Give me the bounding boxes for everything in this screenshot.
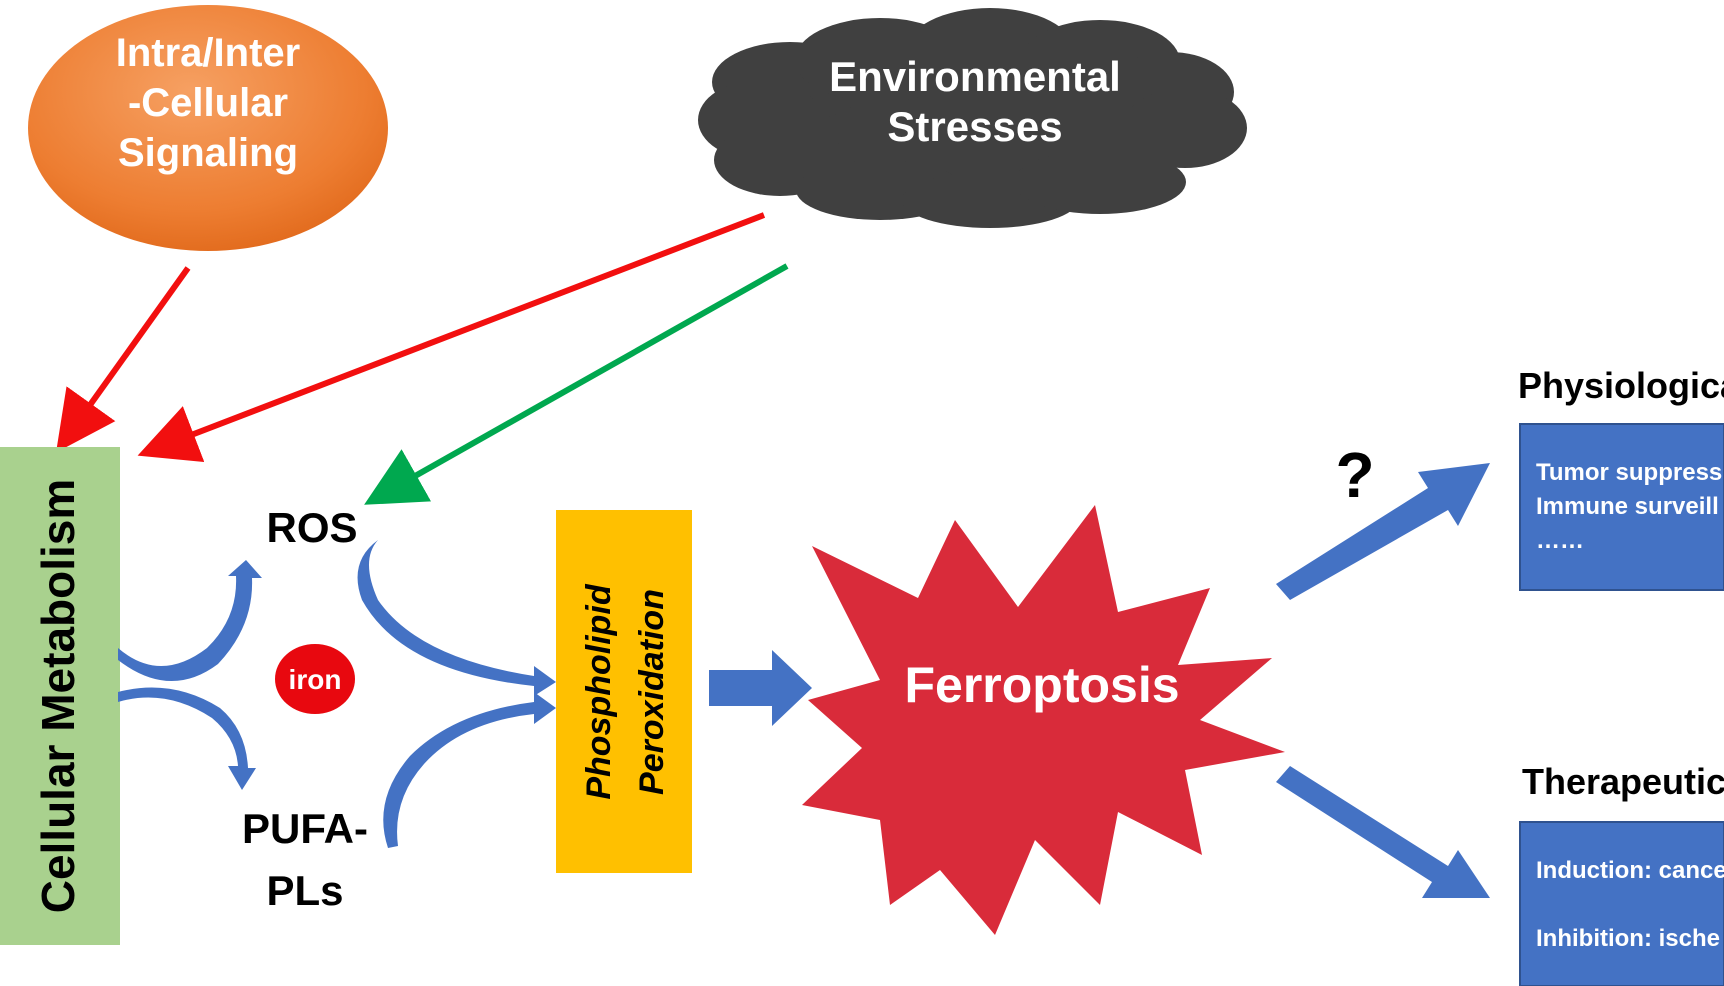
stress-to-metabolism-arrow (137, 212, 766, 463)
cellular-metabolism-label: Cellular Metabolism (32, 479, 84, 914)
iron-label: iron (289, 664, 342, 695)
ferroptosis-label: Ferroptosis (904, 657, 1179, 713)
cellular-metabolism-bar: Cellular Metabolism (0, 447, 120, 945)
physiological-item-2: Immune surveill (1536, 493, 1719, 520)
environmental-line-2: Stresses (887, 103, 1062, 150)
phospholipid-peroxidation-box: Phospholipid Peroxidation (556, 510, 692, 873)
signaling-line-3: Signaling (118, 131, 298, 175)
metabolism-to-ros-arrow (118, 560, 262, 682)
therapeutic-block: Therapeutic Induction: cance Inhibition:… (1519, 761, 1724, 986)
peroxidation-to-ferroptosis-arrow (709, 650, 812, 726)
physiological-block: Physiologica Tumor suppress Immune surve… (1518, 365, 1724, 591)
ferroptosis-to-therapeutic-arrow (1276, 766, 1490, 898)
curved-arrows (118, 540, 556, 848)
question-mark: ? (1335, 439, 1374, 511)
physiological-heading: Physiologica (1518, 365, 1724, 406)
therapeutic-item-1: Induction: cance (1536, 857, 1724, 884)
physiological-item-1: Tumor suppress (1536, 459, 1722, 486)
pufa-to-peroxidation-arrow (383, 692, 556, 848)
therapeutic-heading: Therapeutic (1522, 761, 1724, 802)
signaling-to-metabolism-arrow (56, 266, 191, 453)
iron-node: iron (275, 644, 355, 714)
pufa-line-2: PLs (266, 867, 343, 914)
ros-to-peroxidation-arrow (357, 540, 556, 696)
ferroptosis-starburst: Ferroptosis (802, 505, 1285, 935)
metabolism-to-pufa-arrow (118, 687, 256, 790)
signaling-line-2: -Cellular (128, 81, 288, 125)
environmental-line-1: Environmental (829, 53, 1121, 100)
stress-to-ros-arrow (364, 263, 789, 505)
ros-label: ROS (266, 504, 357, 551)
signaling-node: Intra/Inter -Cellular Signaling (28, 5, 388, 251)
environmental-stresses-cloud: Environmental Stresses (698, 8, 1247, 228)
signaling-line-1: Intra/Inter (116, 31, 300, 75)
ferroptosis-to-physiological-arrow (1276, 463, 1490, 600)
pufa-line-1: PUFA- (242, 805, 368, 852)
therapeutic-item-2: Inhibition: ische (1536, 925, 1720, 952)
peroxidation-line-2: Peroxidation (633, 589, 671, 795)
peroxidation-line-1: Phospholipid (580, 583, 618, 800)
physiological-item-3: …… (1536, 527, 1584, 554)
